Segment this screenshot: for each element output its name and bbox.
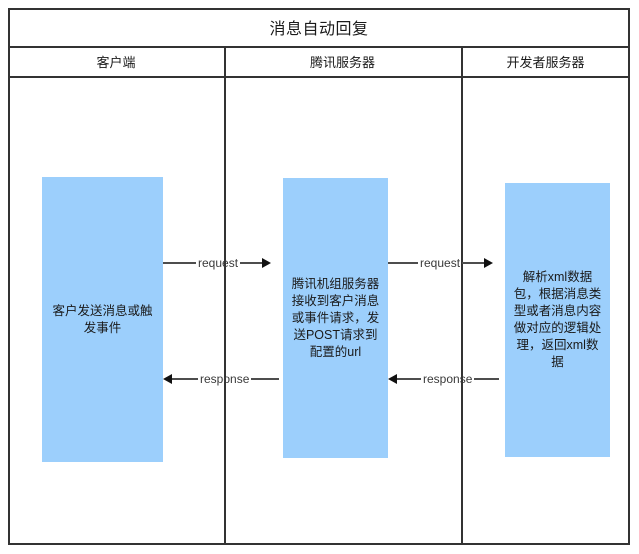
arrow-right-icon [484,258,494,268]
connector-line [388,262,418,264]
diagram-title-row: 消息自动回复 [8,8,630,46]
process-node-tencent[interactable]: 腾讯机组服务器接收到客户消息或事件请求，发送POST请求到配置的url [283,178,388,458]
process-node-developer-label: 解析xml数据包，根据消息类型或者消息内容做对应的逻辑处理，返回xml数据 [513,270,602,369]
connector-label-response: response [200,372,250,386]
connector-client-to-tencent: request [163,254,283,272]
process-node-developer[interactable]: 解析xml数据包，根据消息类型或者消息内容做对应的逻辑处理，返回xml数据 [505,183,610,457]
connector-developer-to-tencent: response [388,370,505,388]
diagram-frame [8,8,630,545]
connector-tencent-to-developer: request [388,254,505,272]
arrow-right-icon [262,258,272,268]
connector-line [163,262,196,264]
connector-line [240,262,263,264]
connector-tencent-to-client: response [163,370,283,388]
lane-header-tencent-server: 腾讯服务器 [309,54,375,70]
title-separator [8,46,630,48]
connector-label-request: request [420,256,461,270]
connector-line [251,378,280,380]
connector-line [397,378,421,380]
connector-label-response: response [423,372,473,386]
process-node-client-label: 客户发送消息或触发事件 [52,303,153,335]
arrow-left-icon [163,374,172,384]
connector-line [462,262,485,264]
arrow-left-icon [388,374,397,384]
lane-divider-2 [461,46,463,543]
header-separator [8,76,630,78]
connector-line [474,378,500,380]
connector-label-request: request [198,256,239,270]
lane-divider-1 [224,46,226,543]
lane-header-row: 客户端 腾讯服务器 开发者服务器 [8,46,630,76]
process-node-client[interactable]: 客户发送消息或触发事件 [42,177,163,462]
lane-header-developer-server: 开发者服务器 [506,54,585,70]
process-node-tencent-label: 腾讯机组服务器接收到客户消息或事件请求，发送POST请求到配置的url [291,276,380,359]
diagram-title: 消息自动回复 [269,21,369,38]
lane-header-client: 客户端 [96,54,136,70]
connector-line [172,378,198,380]
